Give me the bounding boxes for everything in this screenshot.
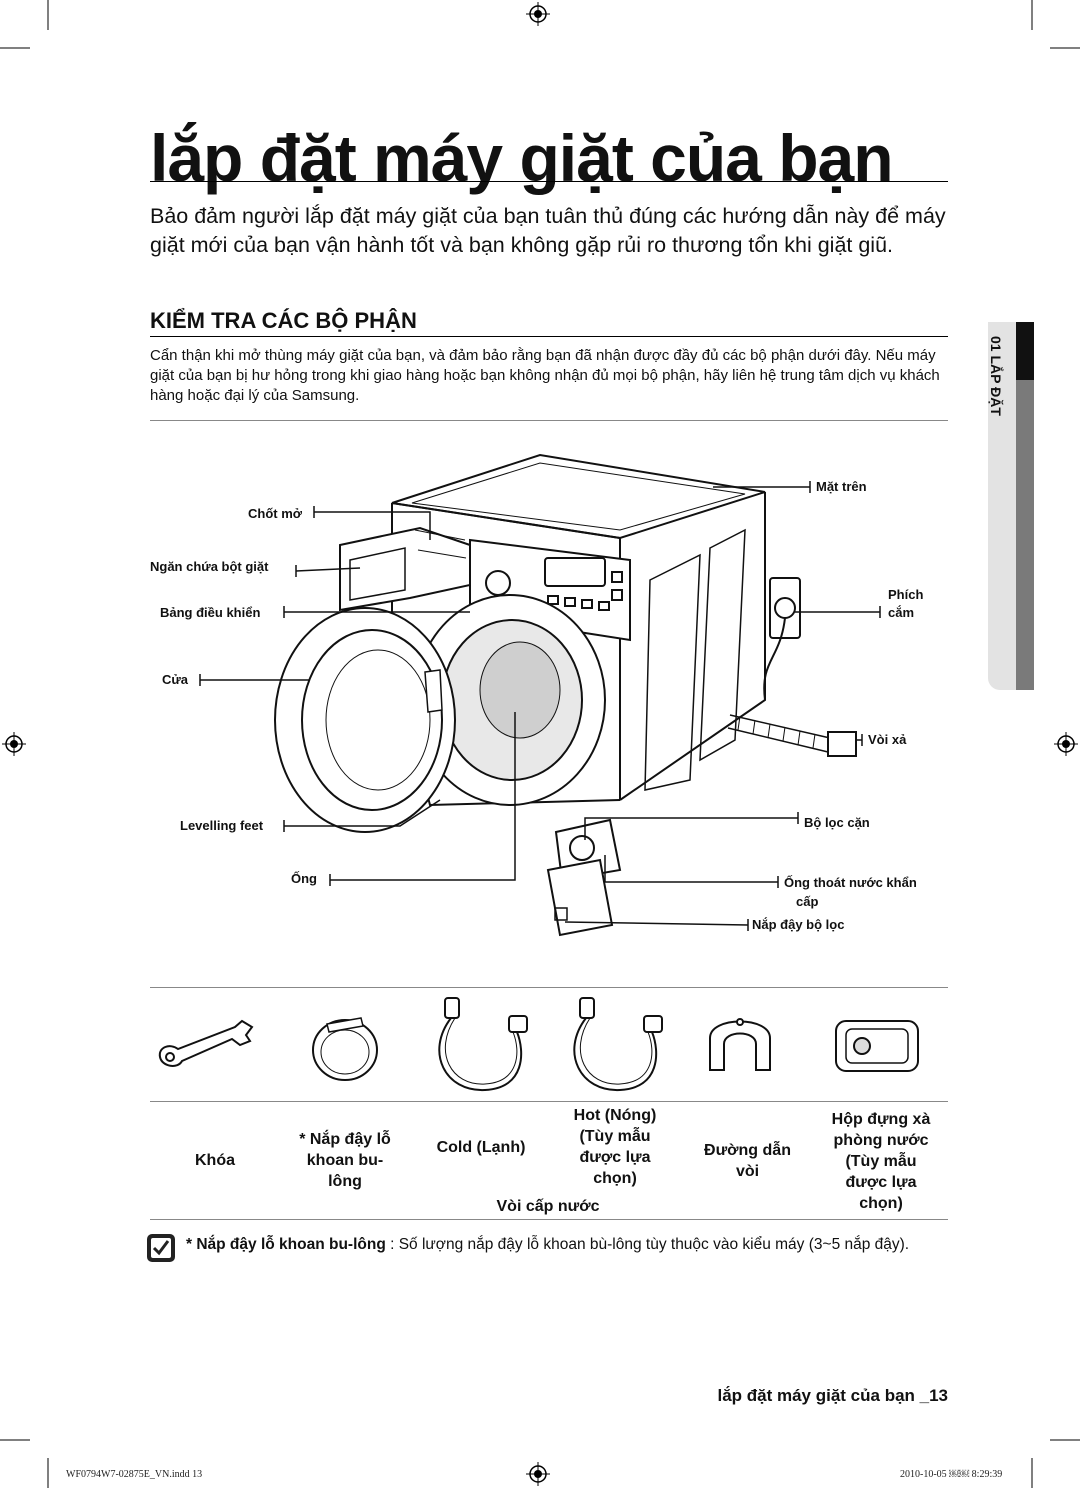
accessories-top-divider bbox=[150, 987, 948, 988]
section-divider bbox=[150, 336, 948, 337]
label-detergent-box-4: được lựa bbox=[845, 1174, 917, 1191]
label-detergent-box-2: phòng nước bbox=[833, 1132, 929, 1149]
label-bolt-caps-1: * Nắp đậy lỗ bbox=[299, 1131, 391, 1148]
label-hot-hose-3: được lựa bbox=[579, 1149, 651, 1166]
note-bold: * Nắp đậy lỗ khoan bu-lông bbox=[186, 1236, 386, 1253]
label-door: Cửa bbox=[162, 672, 189, 687]
label-detergent-box-5: chọn) bbox=[859, 1195, 903, 1212]
label-hot-hose-4: chọn) bbox=[593, 1170, 637, 1187]
chapter-tab-marker bbox=[1016, 322, 1034, 380]
label-emergency-drain-1: Ống thoát nước khẩn bbox=[784, 875, 917, 890]
chapter-tab-label: 01 LẮP ĐẶT bbox=[988, 336, 1004, 416]
note-check-icon bbox=[147, 1234, 175, 1262]
bolt-cap-icon bbox=[312, 1017, 378, 1081]
label-detergent-box-1: Hộp đựng xà bbox=[831, 1111, 931, 1128]
label-levelling-feet: Levelling feet bbox=[180, 818, 264, 833]
print-file-name: WF0794W7-02875E_VN.indd 13 bbox=[66, 1469, 203, 1480]
section-heading: KIỂM TRA CÁC BỘ PHẬN bbox=[150, 308, 417, 333]
label-bolt-caps-2: khoan bu- bbox=[306, 1152, 384, 1169]
note-text: * Nắp đậy lỗ khoan bu-lông : Số lượng nắ… bbox=[186, 1234, 946, 1255]
cold-hose-icon bbox=[438, 997, 528, 1092]
label-control-panel: Bảng điều khiển bbox=[160, 605, 261, 620]
chapter-tab-light bbox=[988, 322, 1016, 690]
label-spanner: Khóa bbox=[195, 1152, 235, 1169]
chapter-tab-dark bbox=[1016, 322, 1034, 690]
label-hose-guide-2: vòi bbox=[735, 1163, 760, 1180]
diagram-top-divider bbox=[150, 420, 948, 421]
note-body: : Số lượng nắp đậy lỗ khoan bù-lông tùy … bbox=[385, 1236, 910, 1253]
label-water-supply-hose: Vòi cấp nước bbox=[496, 1198, 600, 1215]
label-filter-cover: Nắp đậy bộ lọc bbox=[752, 917, 845, 932]
spanner-icon bbox=[158, 1019, 254, 1067]
label-hot-hose-2: (Tùy mẫu bbox=[579, 1128, 651, 1145]
section-paragraph: Cẩn thận khi mở thùng máy giặt của bạn, … bbox=[150, 347, 940, 404]
label-hot-hose-1: Hot (Nóng) bbox=[573, 1107, 657, 1124]
label-emergency-drain-2: cấp bbox=[796, 894, 819, 909]
title-divider bbox=[150, 181, 948, 182]
page-title: lắp đặt máy giặt của bạn bbox=[150, 121, 894, 195]
hot-hose-icon bbox=[573, 997, 663, 1092]
registration-mark-icon bbox=[526, 1462, 550, 1486]
label-detergent-drawer: Ngăn chứa bột giặt bbox=[150, 559, 269, 574]
accessories-label-divider bbox=[150, 1101, 948, 1102]
washing-machine-diagram bbox=[199, 453, 881, 937]
hose-guide-icon bbox=[709, 1018, 771, 1071]
footer-page-title: lắp đặt máy giặt của bạn _13 bbox=[717, 1386, 948, 1405]
label-hose-guide-1: Đường dẫn bbox=[704, 1142, 791, 1159]
registration-mark-icon bbox=[526, 2, 550, 26]
label-detergent-latch: Chốt mở bbox=[248, 506, 303, 521]
label-bolt-caps-3: lông bbox=[328, 1173, 362, 1190]
intro-paragraph: Bảo đảm người lắp đặt máy giặt của bạn t… bbox=[150, 204, 946, 257]
label-filter: Bộ lọc cặn bbox=[804, 815, 870, 830]
registration-mark-icon bbox=[2, 732, 26, 756]
label-detergent-box-3: (Tùy mẫu bbox=[845, 1153, 917, 1170]
label-drain-hose: Vòi xả bbox=[868, 732, 907, 747]
label-plug-1: Phích bbox=[888, 587, 924, 602]
chapter-tab: 01 LẮP ĐẶT bbox=[988, 322, 1046, 690]
print-timestamp: 2010-10-05 ￼￼ 8:29:39 bbox=[900, 1469, 1003, 1480]
label-cold-hose: Cold (Lạnh) bbox=[436, 1139, 526, 1156]
label-top-cover: Mặt trên bbox=[816, 479, 867, 494]
registration-mark-icon bbox=[1054, 732, 1078, 756]
liquid-detergent-box-icon bbox=[835, 1020, 919, 1072]
label-drum: Ống bbox=[291, 871, 317, 886]
label-plug-2: cắm bbox=[888, 605, 915, 620]
accessories-bottom-divider bbox=[150, 1219, 948, 1220]
